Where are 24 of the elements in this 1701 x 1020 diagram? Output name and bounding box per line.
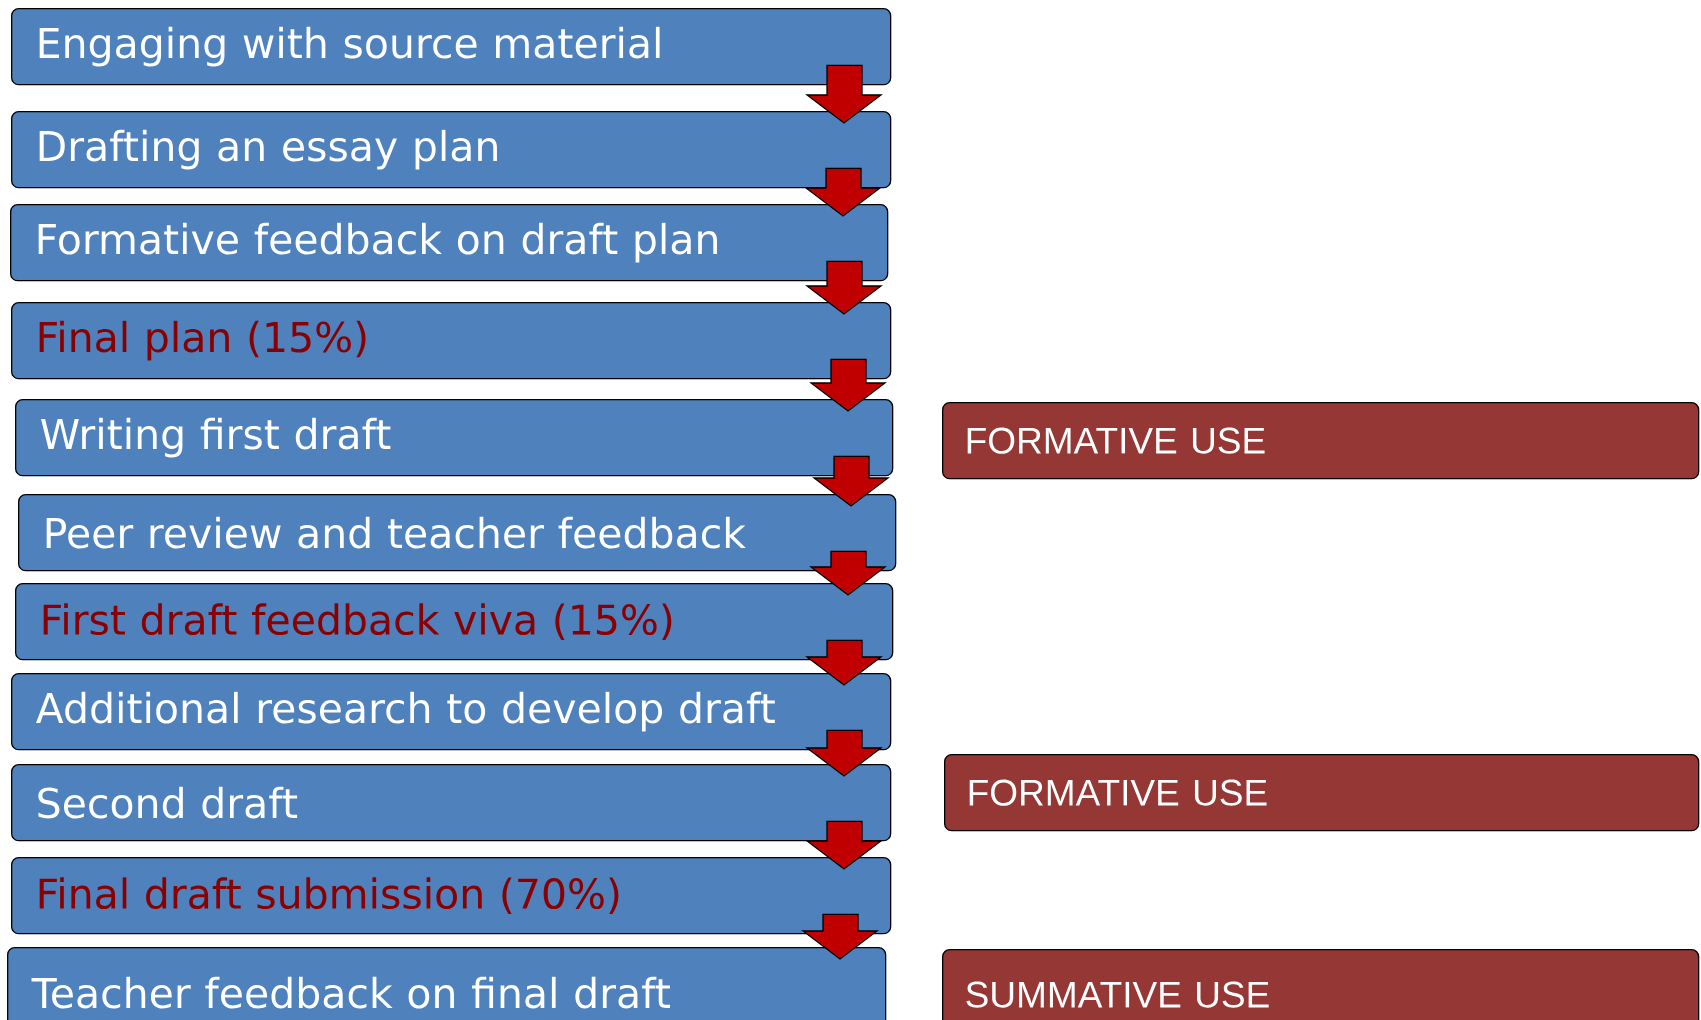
- step-box: Formative feedback on draft plan: [10, 204, 889, 282]
- step-box: Teacher feedback on final draft: [7, 947, 887, 1020]
- label-box: FORMATIVE USE: [944, 754, 1700, 832]
- step-box: Drafting an essay plan: [11, 111, 892, 189]
- arrow: [805, 729, 883, 777]
- step-box: Peer review and teacher feedback: [18, 494, 897, 572]
- arrow: [805, 260, 883, 315]
- arrow: [805, 820, 883, 870]
- step-box: Additional research to develop draft: [11, 673, 892, 751]
- step-box: Final draft submission (70%): [11, 857, 892, 935]
- arrow: [809, 550, 887, 596]
- step-box: Writing first draft: [15, 399, 894, 477]
- step-box: Final plan (15%): [11, 302, 892, 380]
- arrow: [805, 64, 883, 124]
- step-box: First draft feedback viva (15%): [15, 583, 894, 661]
- arrow: [805, 639, 883, 686]
- step-box: Engaging with source material: [11, 8, 892, 86]
- label-box: FORMATIVE USE: [942, 402, 1700, 480]
- arrow: [812, 455, 890, 507]
- label-box: SUMMATIVE USE: [942, 949, 1700, 1020]
- step-box: Second draft: [11, 764, 892, 842]
- arrow: [809, 358, 887, 412]
- arrow: [801, 913, 879, 960]
- arrow: [804, 167, 882, 217]
